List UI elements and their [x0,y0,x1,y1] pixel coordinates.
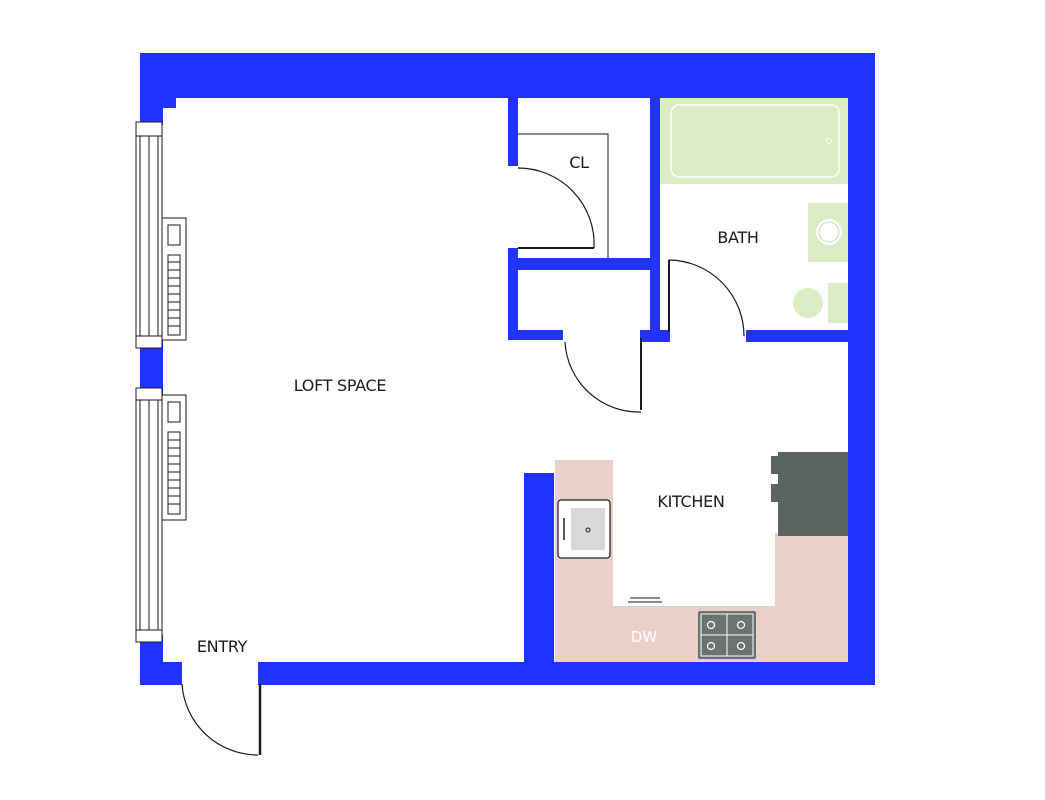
kitchen-sink [557,499,611,559]
bath-label: BATH [717,228,758,247]
kitchen-label: KITCHEN [657,492,724,511]
counter-edge-mark [628,597,662,603]
bathroom-door [668,259,745,337]
window-upper [135,121,163,349]
closet-outline [518,133,609,258]
toilet [793,283,848,323]
entry-label: ENTRY [197,637,248,656]
entry-door [181,683,262,756]
closet-door [517,167,595,249]
bathtub [660,98,848,184]
storage-door [564,338,642,413]
radiator-lower [161,394,187,521]
loft-space-label: LOFT SPACE [294,376,387,395]
refrigerator [771,452,848,536]
radiator-upper [161,217,187,341]
stove [698,611,756,659]
dishwasher-label: DW [631,628,658,646]
walls [140,53,875,685]
closet-label: CL [569,153,589,172]
window-lower [135,387,163,643]
bathroom-sink [808,203,848,262]
